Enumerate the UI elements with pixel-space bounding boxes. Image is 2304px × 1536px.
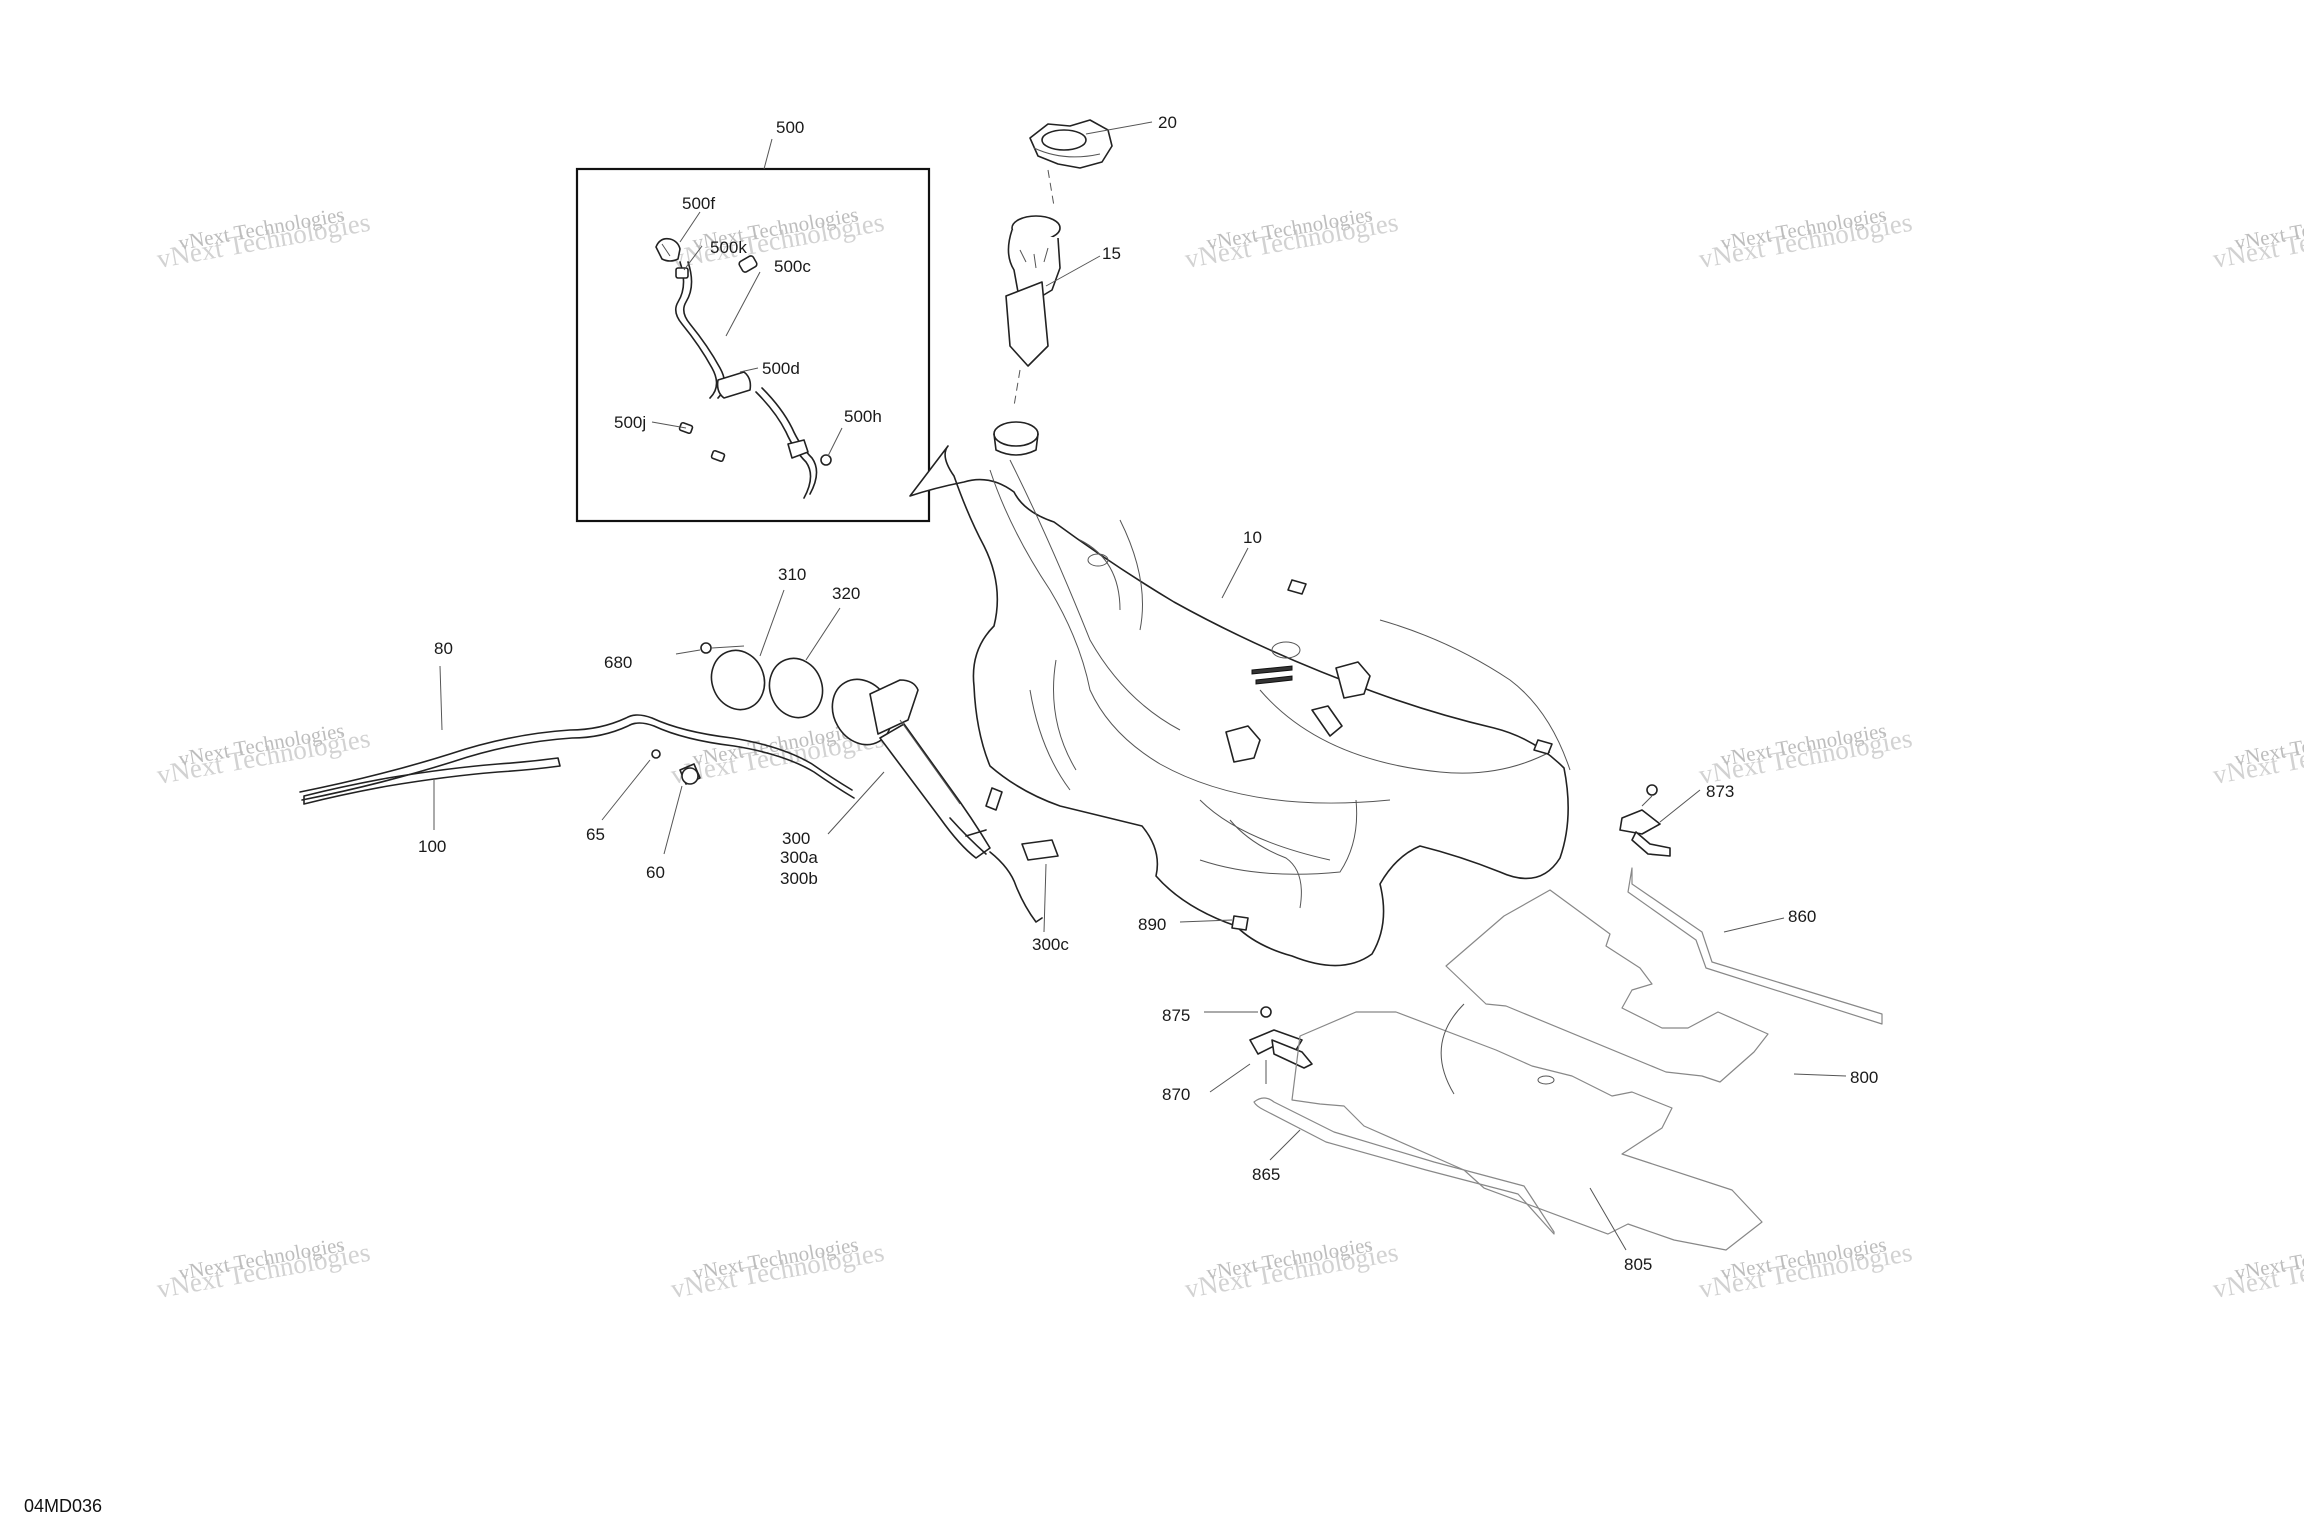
right-strap: [1619, 784, 1883, 1025]
label-873: 873: [1706, 782, 1734, 801]
fuel-tank: [909, 421, 1571, 967]
heat-shield-mats: [1291, 889, 1847, 1251]
label-860: 860: [1788, 907, 1816, 926]
fuel-pump-module: [827, 678, 1059, 933]
label-310: 310: [778, 565, 806, 584]
figure-code: 04MD036: [24, 1496, 103, 1516]
label-865: 865: [1252, 1165, 1280, 1184]
label-500j: 500j: [614, 413, 646, 432]
label-300a: 300a: [780, 848, 818, 867]
label-300b: 300b: [780, 869, 818, 888]
label-500k: 500k: [710, 238, 747, 257]
label-805: 805: [1624, 1255, 1652, 1274]
label-800: 800: [1850, 1068, 1878, 1087]
label-15: 15: [1102, 244, 1121, 263]
label-80: 80: [434, 639, 453, 658]
label-20: 20: [1158, 113, 1177, 132]
callout-labels: 500 20 15 10 500f 500k 500c 500d 500h 50…: [418, 113, 1878, 1274]
label-320: 320: [832, 584, 860, 603]
pump-rings: [675, 589, 841, 719]
label-300: 300: [782, 829, 810, 848]
label-300c: 300c: [1032, 935, 1069, 954]
filler-cap: [1029, 119, 1153, 207]
label-65: 65: [586, 825, 605, 844]
label-875: 875: [1162, 1006, 1190, 1025]
label-500f: 500f: [682, 194, 715, 213]
label-60: 60: [646, 863, 665, 882]
label-100: 100: [418, 837, 446, 856]
label-680: 680: [604, 653, 632, 672]
label-870: 870: [1162, 1085, 1190, 1104]
left-strap: [1204, 1006, 1555, 1235]
label-890: 890: [1138, 915, 1166, 934]
label-500d: 500d: [762, 359, 800, 378]
filler-neck: [1005, 215, 1101, 407]
label-500c: 500c: [774, 257, 811, 276]
label-10: 10: [1243, 528, 1262, 547]
tank-pads: [985, 579, 1553, 931]
inset-box-500: [575, 138, 931, 523]
fuel-lines: [299, 665, 855, 855]
label-500: 500: [776, 118, 804, 137]
label-500h: 500h: [844, 407, 882, 426]
